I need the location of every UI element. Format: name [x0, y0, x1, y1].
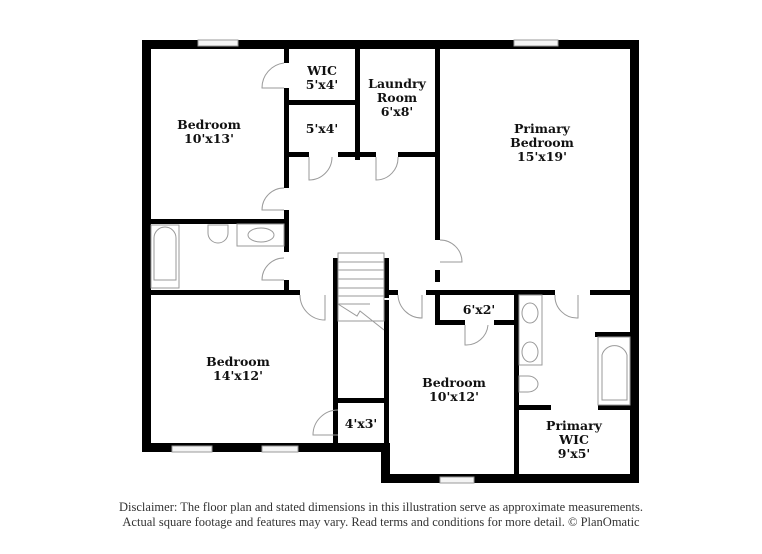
- room-dimensions: 14'x12': [213, 368, 263, 383]
- windows: [171, 39, 559, 484]
- room-name: Bedroom: [422, 375, 486, 390]
- room-laundry: Laundry Room 6'x8': [368, 77, 426, 119]
- room-name: Bedroom: [206, 354, 270, 369]
- room-dimensions: 10'x12': [429, 389, 479, 404]
- disclaimer: Disclaimer: The floor plan and stated di…: [0, 500, 762, 530]
- room-closet-6x2: 6'x2': [463, 303, 496, 317]
- room-dimensions: 9'x5': [557, 446, 591, 461]
- room-name: WIC: [307, 63, 337, 78]
- room-wic: WIC 5'x4': [306, 64, 339, 92]
- interior-walls: [142, 40, 639, 483]
- room-name: Bedroom: [177, 117, 241, 132]
- primary-bath-fixtures: [518, 294, 631, 406]
- room-dimensions: 15'x19': [517, 149, 567, 164]
- room-name-line2: Bedroom: [510, 135, 574, 150]
- room-primary-bedroom: Primary Bedroom 15'x19': [510, 122, 574, 164]
- door-swings: [261, 62, 579, 436]
- room-bedroom-nw: Bedroom 10'x13': [177, 118, 241, 146]
- room-closet-4x3: 4'x3': [345, 417, 378, 431]
- room-dimensions: 10'x13': [184, 131, 234, 146]
- room-dimensions: 4'x3': [344, 416, 378, 431]
- disclaimer-line-1: Disclaimer: The floor plan and stated di…: [119, 500, 643, 514]
- room-name-line2: Room: [376, 90, 418, 105]
- room-bedroom-s: Bedroom 10'x12': [422, 376, 486, 404]
- room-dimensions: 5'x4': [305, 121, 339, 136]
- disclaimer-line-2: Actual square footage and features may v…: [122, 515, 640, 529]
- room-name-line1: Primary: [546, 418, 602, 433]
- room-name-line1: Primary: [514, 121, 570, 136]
- room-name-line1: Laundry: [368, 76, 426, 91]
- staircase: [337, 252, 385, 331]
- room-name-line2: WIC: [559, 432, 589, 447]
- hall-bath-fixtures: [150, 223, 285, 289]
- room-bedroom-sw: Bedroom 14'x12': [206, 355, 270, 383]
- room-primary-wic: Primary WIC 9'x5': [546, 419, 602, 461]
- room-dimensions: 5'x4': [305, 77, 339, 92]
- room-dimensions: 6'x2': [462, 302, 496, 317]
- room-dimensions: 6'x8': [380, 104, 414, 119]
- room-closet-5x4: 5'x4': [306, 122, 339, 136]
